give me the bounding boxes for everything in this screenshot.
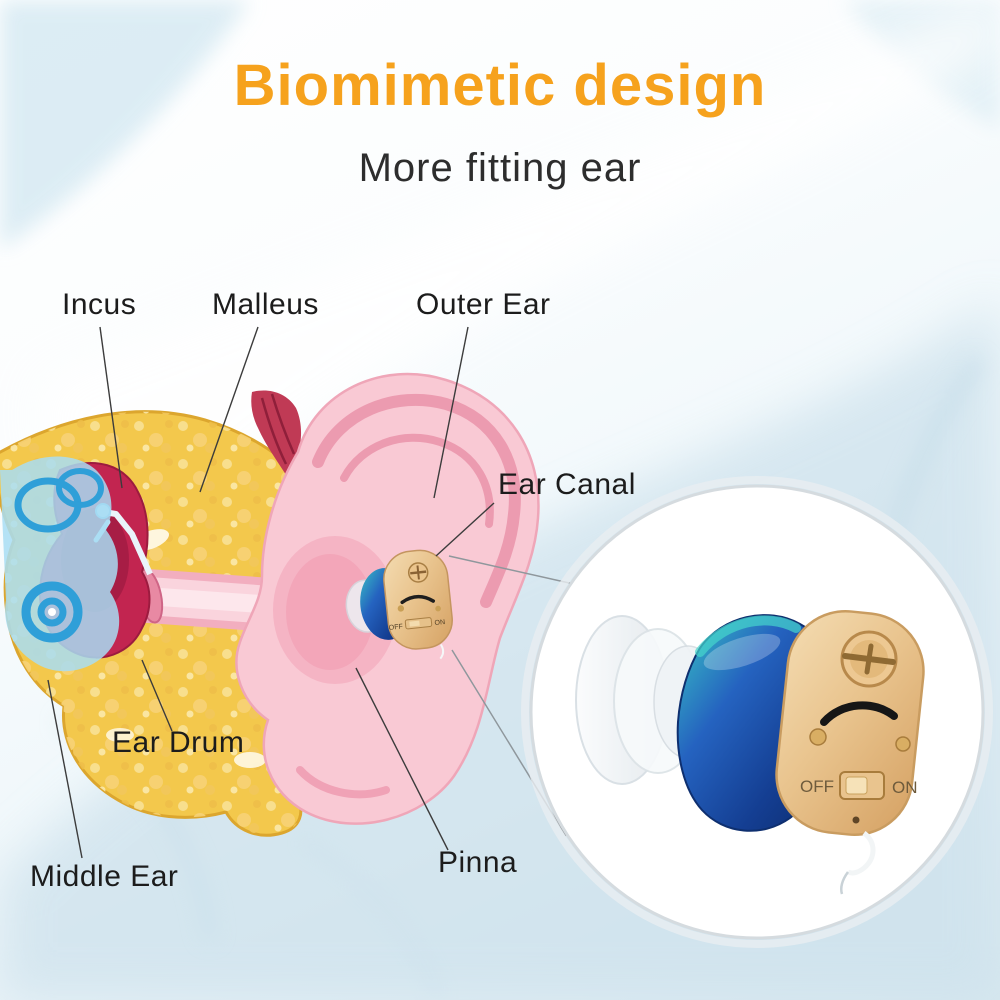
leader-line-incus xyxy=(99,326,123,489)
label-middle-ear: Middle Ear xyxy=(30,860,179,893)
switch-on-label-small: ON xyxy=(434,619,445,627)
label-outer-ear: Outer Ear xyxy=(416,288,551,321)
leader-line-malleus xyxy=(199,326,259,493)
power-switch-large: OFF ON xyxy=(800,771,918,800)
label-ear-drum: Ear Drum xyxy=(112,726,245,759)
removal-filament xyxy=(846,831,876,876)
page-subtitle: More fitting ear xyxy=(358,146,642,190)
page-title: Biomimetic design xyxy=(233,53,767,118)
cochlea xyxy=(0,456,120,672)
microphone-port-right xyxy=(895,736,911,752)
label-malleus: Malleus xyxy=(212,288,319,321)
leader-line-ear-drum xyxy=(141,659,173,732)
leader-line-pinna xyxy=(355,667,449,851)
leader-line-middle-ear xyxy=(47,679,83,859)
label-pinna: Pinna xyxy=(438,846,518,879)
hearing-aid-small: OFF ON xyxy=(345,549,453,660)
hearing-aid-large: OFF ON xyxy=(575,609,925,895)
leader-lines xyxy=(47,326,495,859)
faceplate-small xyxy=(383,549,453,650)
switch-off-label-small: OFF xyxy=(389,623,404,631)
volume-dial-large xyxy=(840,630,898,688)
label-ear-canal: Ear Canal xyxy=(498,468,636,501)
vent-hole xyxy=(852,816,860,824)
faceplate-curve-detail xyxy=(820,701,898,726)
microphone-port-left xyxy=(809,728,827,746)
helix-ridge xyxy=(312,393,521,608)
leader-line-ear-canal xyxy=(435,502,495,557)
blood-vessel-wedge xyxy=(251,390,302,478)
leader-line-outer-ear xyxy=(433,326,469,499)
switch-on-label-large: ON xyxy=(892,778,918,797)
switch-off-label-large: OFF xyxy=(800,777,834,796)
label-incus: Incus xyxy=(62,288,137,321)
